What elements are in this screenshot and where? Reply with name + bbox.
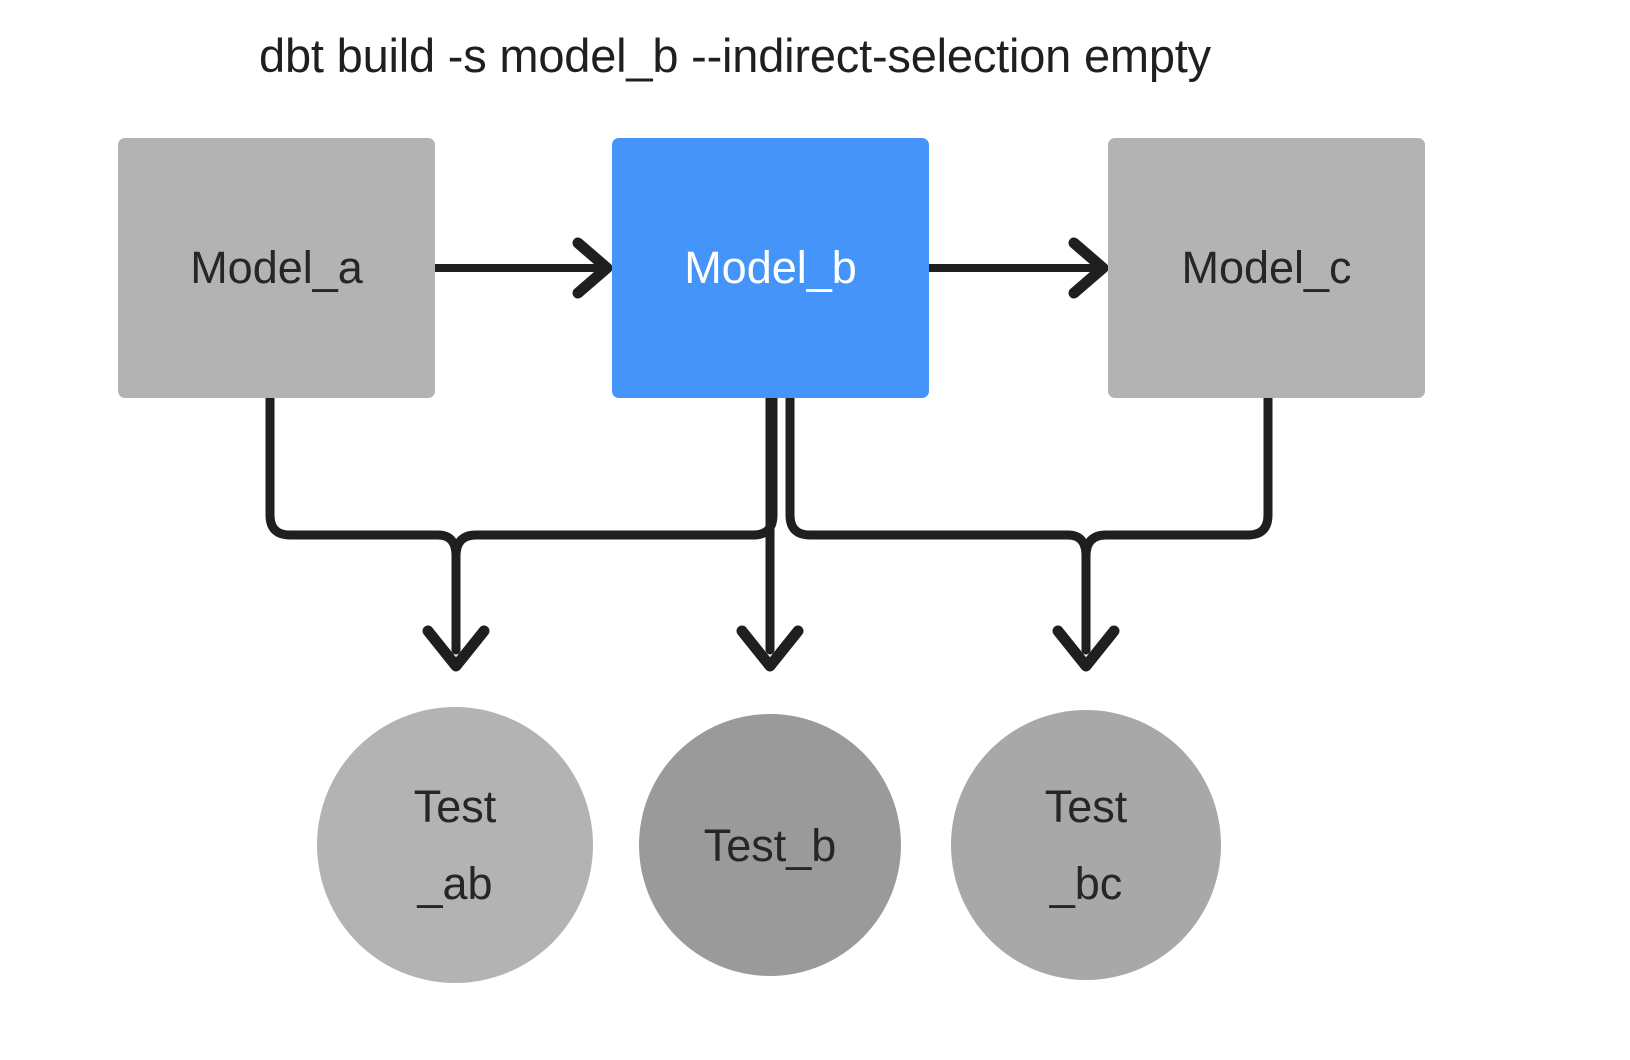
edge-model-b-to-model-c [925,237,1109,299]
arrowhead-test-b [736,625,804,672]
page-title: dbt build -s model_b --indirect-selectio… [259,29,1211,82]
node-model-c[interactable]: Model_c [1108,138,1425,398]
node-model-b[interactable]: Model_b [612,138,929,398]
node-test-ab-label-line2: _ab [417,858,493,909]
node-test-ab-label-line1: Test [413,781,497,832]
node-test-bc[interactable]: Test _bc [951,710,1221,980]
node-model-c-label: Model_c [1181,242,1352,293]
edge-model-b-to-test-bc [785,393,1091,655]
node-test-bc-label-line1: Test [1044,781,1128,832]
edge-model-a-to-test-ab [265,393,461,655]
edge-model-a-to-model-b [431,237,613,299]
node-model-b-label: Model_b [684,242,857,293]
node-test-bc-label-line2: _bc [1049,858,1123,909]
node-test-b-label: Test_b [703,819,837,871]
node-test-b[interactable]: Test_b [639,714,901,976]
node-model-a-label: Model_a [190,242,363,293]
edge-model-c-to-test-bc [1081,393,1273,655]
node-test-ab[interactable]: Test _ab [317,707,593,983]
arrowhead-test-bc [1052,625,1120,672]
node-model-a[interactable]: Model_a [118,138,435,398]
arrowhead-test-ab [422,625,490,672]
edge-model-b-to-test-ab [451,393,778,655]
